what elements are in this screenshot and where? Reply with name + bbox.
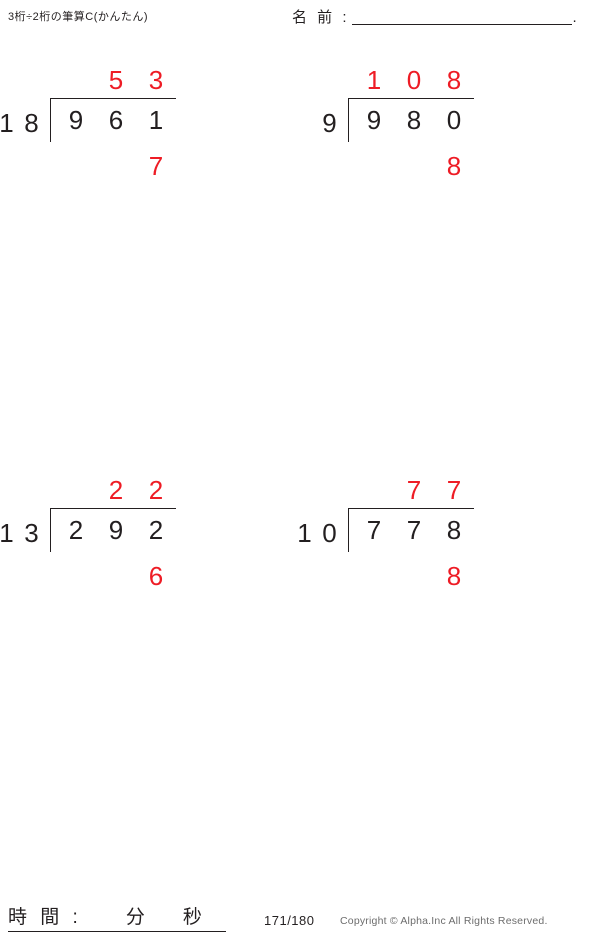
dividend-digit: 9 — [366, 105, 382, 135]
remainder-digit: 8 — [446, 561, 462, 591]
quotient-digit: 1 — [366, 65, 382, 95]
name-label: 名 前 : — [292, 9, 350, 26]
divisor: 1 3 — [0, 520, 44, 546]
dividend-digit: 9 — [108, 515, 124, 545]
dividend-digit: 8 — [446, 515, 462, 545]
quotient-digit: 7 — [446, 475, 462, 505]
divisor-digit: 0 — [322, 518, 337, 548]
dividend: 7 7 8 — [354, 510, 474, 550]
dividend-digit: 7 — [406, 515, 422, 545]
quotient-digit: 8 — [446, 65, 462, 95]
division-bracket — [348, 508, 474, 552]
quotient-digit: 2 — [108, 475, 124, 505]
dividend-digit: 2 — [148, 515, 164, 545]
divisor: 9 — [317, 110, 342, 136]
dividend-digit: 1 — [148, 105, 164, 135]
divisor: 1 0 — [292, 520, 342, 546]
quotient-digit: 7 — [406, 475, 422, 505]
division-bracket — [50, 508, 176, 552]
divisor-digit: 1 — [297, 518, 312, 548]
dividend-digit: 9 — [68, 105, 84, 135]
quotient-answer: 2 2 — [56, 474, 176, 506]
page-number: 171/180 — [264, 913, 315, 928]
divisor-digit: 1 — [0, 108, 14, 138]
division-bracket — [50, 98, 176, 142]
quotient-digit: 2 — [148, 475, 164, 505]
time-label: 時 間 : — [8, 907, 82, 928]
remainder-answer: 8 — [354, 150, 474, 182]
time-seconds-unit: 秒 — [182, 907, 202, 928]
dividend-digit: 7 — [366, 515, 382, 545]
divisor-digit: 8 — [24, 108, 39, 138]
time-field-area: 時 間 : 分 秒 — [8, 902, 226, 932]
quotient-answer: 5 3 — [56, 64, 176, 96]
page-title: 3桁÷2桁の筆算C(かんたん) — [8, 11, 149, 23]
remainder-digit: 8 — [446, 151, 462, 181]
dividend-digit: 8 — [406, 105, 422, 135]
dividend-digit: 2 — [68, 515, 84, 545]
remainder-digit: 6 — [148, 561, 164, 591]
divisor-digit: 9 — [322, 108, 337, 138]
remainder-answer: 7 — [56, 150, 176, 182]
quotient-answer: 7 7 — [354, 474, 474, 506]
divisor-digit: 3 — [24, 518, 39, 548]
name-input-blank[interactable] — [351, 7, 572, 25]
name-field-area: 名 前 : . — [292, 7, 577, 25]
copyright-notice: Copyright © Alpha.Inc All Rights Reserve… — [340, 915, 548, 927]
remainder-answer: 8 — [354, 560, 474, 592]
dividend: 9 8 0 — [354, 100, 474, 140]
divisor: 1 8 — [0, 110, 44, 136]
division-bracket — [348, 98, 474, 142]
quotient-answer: 1 0 8 — [354, 64, 474, 96]
remainder-digit: 7 — [148, 151, 164, 181]
quotient-digit: 5 — [108, 65, 124, 95]
dividend-digit: 0 — [446, 105, 462, 135]
divisor-digit: 1 — [0, 518, 14, 548]
name-trailing-dot: . — [572, 9, 577, 26]
dividend: 9 6 1 — [56, 100, 176, 140]
quotient-digit: 3 — [148, 65, 164, 95]
quotient-digit: 0 — [406, 65, 422, 95]
time-minutes-unit: 分 — [125, 907, 145, 928]
dividend: 2 9 2 — [56, 510, 176, 550]
dividend-digit: 6 — [108, 105, 124, 135]
remainder-answer: 6 — [56, 560, 176, 592]
